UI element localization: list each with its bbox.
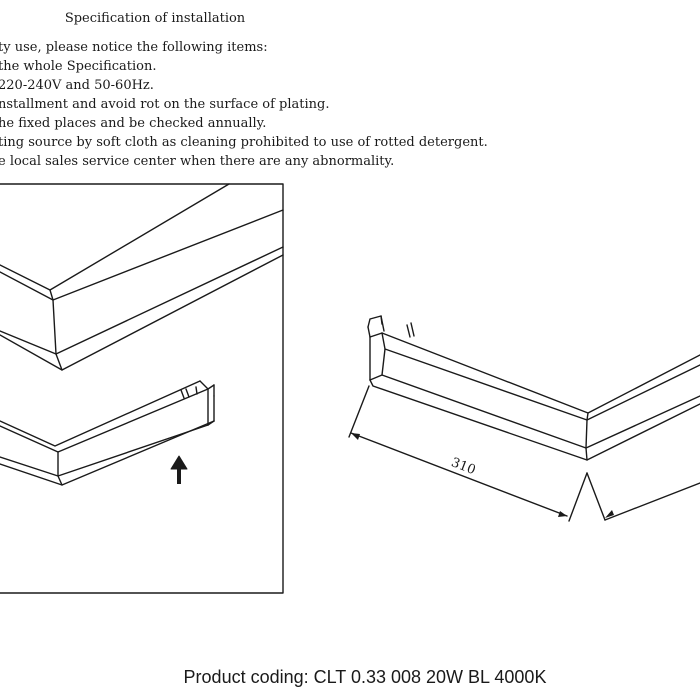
luminaire-being-mounted	[0, 380, 215, 486]
spec-line-4: nstallment and avoid rot on the surface …	[0, 97, 330, 112]
ceiling-profile	[0, 183, 284, 371]
dimension-line-310	[348, 385, 588, 522]
up-arrow-icon	[170, 455, 188, 484]
dimension-label: 310	[449, 455, 478, 478]
spec-line-7: e local sales service center when there …	[0, 154, 395, 169]
spec-line-1: ty use, please notice the following item…	[0, 40, 268, 55]
installation-drawing	[0, 183, 284, 594]
luminaire-dimension-drawing	[348, 315, 700, 522]
product-coding: Product coding: CLT 0.33 008 20W BL 4000…	[183, 667, 547, 687]
drawing-frame	[0, 183, 284, 594]
spec-line-2: the whole Specification.	[0, 59, 157, 74]
document-title: Specification of installation	[64, 11, 246, 26]
spec-line-5: he fixed places and be checked annually.	[0, 116, 267, 131]
spec-line-6: ting source by soft cloth as cleaning pr…	[0, 135, 488, 150]
spec-line-3: 220-240V and 50-60Hz.	[0, 78, 154, 93]
